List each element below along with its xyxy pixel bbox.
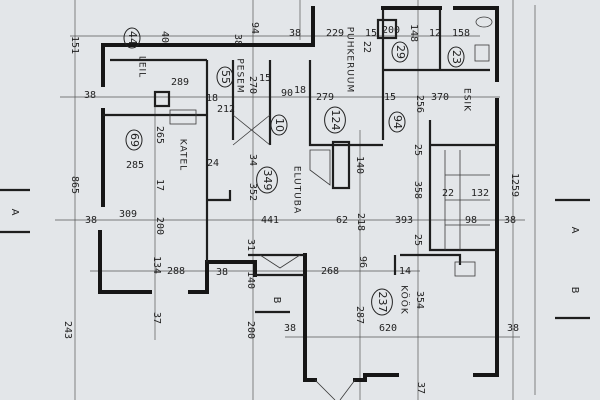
dimension-label: 18 [206, 93, 218, 104]
dimension-label: 96 [357, 256, 368, 268]
dimension-label: 285 [126, 160, 144, 171]
dimension-label: 279 [316, 92, 334, 103]
dimension-label: 148 [408, 24, 419, 42]
room-area: 94 [391, 115, 404, 129]
dimension-label: 38 [216, 267, 228, 278]
area-circle [256, 166, 278, 194]
dimension-label: 25 [412, 144, 423, 156]
area-circle [371, 288, 393, 316]
section-marker: A [569, 227, 580, 234]
dimension-label: 218 [355, 213, 366, 231]
room-name: PUHKERUUM [345, 27, 355, 94]
dimension-label: 38 [84, 90, 96, 101]
dimension-label: 15 [259, 73, 271, 84]
dimension-label: 393 [395, 215, 413, 226]
dimension-label: 90 [281, 88, 293, 99]
dimension-lines [55, 0, 536, 400]
room-name: KÖÖK [399, 285, 410, 315]
room-name: ESIK [462, 88, 472, 112]
dimension-label: 18 [294, 85, 306, 96]
room-area: 44 [126, 31, 139, 45]
room-name: ELUTUBA [292, 166, 302, 214]
area-circle [125, 129, 143, 151]
dimension-label: 94 [249, 22, 260, 34]
dimension-label: 38 [289, 28, 301, 39]
dimension-label: 200 [154, 217, 165, 235]
dimension-label: 17 [154, 179, 165, 191]
dimension-label: 288 [167, 266, 185, 277]
area-circle [447, 46, 465, 68]
dimension-label: 14 [399, 266, 411, 277]
dimension-label: 22 [361, 41, 372, 53]
room-area: 69 [128, 133, 141, 147]
dimension-label: 38 [504, 215, 516, 226]
dimension-label: 24 [207, 158, 219, 169]
room-area: 237 [376, 292, 389, 313]
interior-walls [103, 10, 497, 277]
area-circle [270, 114, 288, 136]
dimension-label: 31 [245, 239, 256, 251]
dimension-label: 370 [431, 92, 449, 103]
area-circle [216, 66, 234, 88]
room-area: 29 [394, 45, 407, 59]
section-marker: A [9, 209, 20, 216]
dimension-label: 1259 [509, 173, 520, 197]
dimension-label: 37 [415, 382, 426, 394]
dimension-label: 256 [414, 95, 425, 113]
dimension-label: 37 [151, 312, 162, 324]
dimension-label: 40 [159, 31, 170, 43]
dimension-label: 620 [379, 323, 397, 334]
dimension-label: 38 [232, 34, 243, 46]
dimension-label: 212 [217, 104, 235, 115]
dimension-label: 62 [336, 215, 348, 226]
area-circle [123, 27, 141, 49]
room-name: LEIL [137, 56, 147, 78]
dimension-label: 158 [452, 28, 470, 39]
dimension-label: 200 [245, 321, 256, 339]
dimension-label: 309 [119, 209, 137, 220]
dimension-label: 229 [326, 28, 344, 39]
dimension-label: 140 [245, 271, 256, 289]
dimension-label: 132 [471, 188, 489, 199]
dimension-label: 12 [429, 28, 441, 39]
dimension-label: 268 [321, 266, 339, 277]
room-area: 23 [450, 50, 463, 64]
dimension-label: 289 [171, 77, 189, 88]
room-area: 55 [219, 70, 232, 84]
dimension-label: 98 [465, 215, 477, 226]
room-area: 124 [329, 110, 342, 131]
dimension-label: 287 [354, 306, 365, 324]
dimension-label: 865 [69, 176, 80, 194]
room-name: KATEL [178, 139, 188, 171]
dimension-label: 134 [151, 256, 162, 274]
area-circle [391, 41, 409, 63]
dimension-label: 243 [62, 321, 73, 339]
dimension-label: 270 [247, 76, 258, 94]
dimension-label: 15 [384, 92, 396, 103]
dimension-label: 38 [284, 323, 296, 334]
dimension-label: 358 [412, 181, 423, 199]
area-circle [324, 106, 346, 134]
dimension-label: 352 [247, 183, 258, 201]
dimension-label: 354 [414, 291, 425, 309]
room-area: 349 [261, 170, 274, 191]
section-markers [0, 188, 590, 320]
dimension-label: 38 [507, 323, 519, 334]
dimension-label: 25 [412, 234, 423, 246]
dimension-label: 200 [382, 25, 400, 36]
dimension-label: 140 [354, 156, 365, 174]
section-marker: B [271, 297, 282, 304]
dimension-label: 34 [247, 154, 258, 166]
dimension-label: 265 [154, 126, 165, 144]
dimension-label: 151 [69, 36, 80, 54]
room-area: 10 [273, 118, 286, 132]
dimension-label: 441 [261, 215, 279, 226]
dimension-label: 15 [365, 28, 377, 39]
dimension-label: 22 [442, 188, 454, 199]
room-name: PESEM [235, 58, 245, 93]
section-marker: B [569, 287, 580, 294]
dimension-label: 38 [85, 215, 97, 226]
area-circle [388, 111, 406, 133]
